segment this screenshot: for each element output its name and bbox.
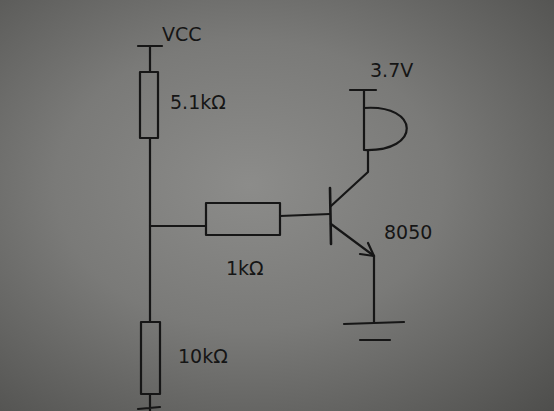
transistor-emitter xyxy=(331,224,374,256)
component-label: 3.7V xyxy=(370,60,413,81)
wire xyxy=(138,394,160,411)
resistor-symbol xyxy=(140,72,158,138)
resistor-symbol xyxy=(206,203,280,235)
supply-terminal xyxy=(350,90,376,108)
wire xyxy=(373,256,375,322)
transistor-collector xyxy=(331,150,368,206)
ground-symbol xyxy=(344,322,404,340)
resistor-symbol xyxy=(141,322,160,394)
emitter-arrow xyxy=(360,243,374,256)
component-label: VCC xyxy=(162,24,202,45)
wire xyxy=(149,138,151,322)
vcc-terminal xyxy=(138,46,162,72)
component-label: 8050 xyxy=(384,222,432,243)
component-label: 1kΩ xyxy=(226,258,264,279)
wire xyxy=(280,214,330,216)
component-label: 5.1kΩ xyxy=(170,92,226,113)
buzzer-symbol xyxy=(364,108,407,150)
wire xyxy=(150,225,206,227)
transistor-base xyxy=(330,188,331,244)
component-label: 10kΩ xyxy=(178,346,228,367)
